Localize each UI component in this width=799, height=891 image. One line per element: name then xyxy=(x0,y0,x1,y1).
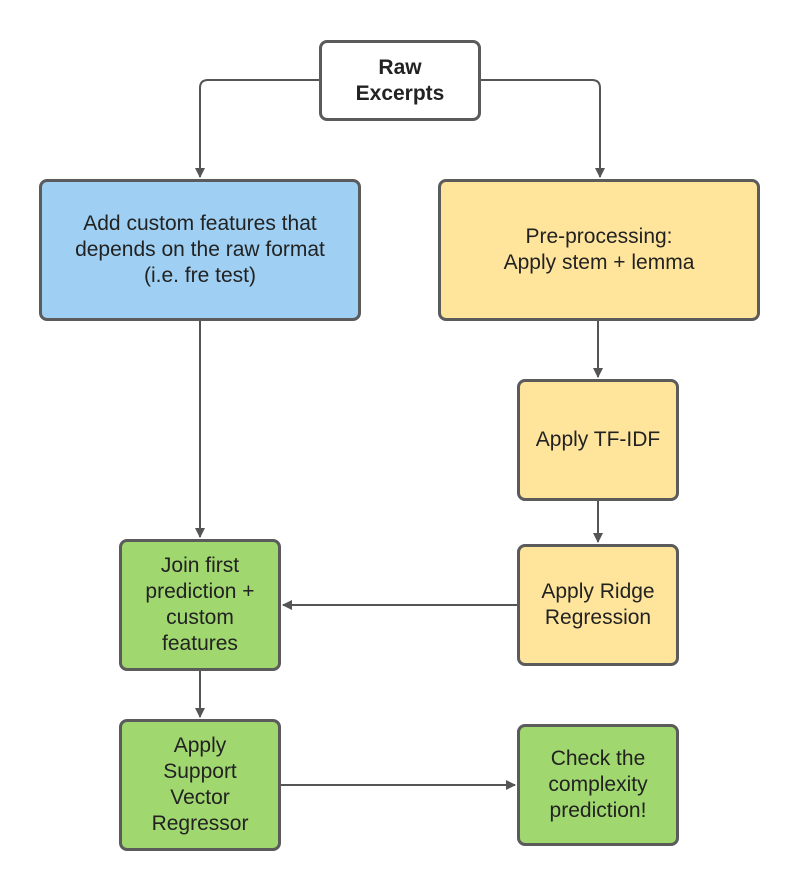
node-check-complexity-label: Check the complexity prediction! xyxy=(548,747,648,822)
edge-raw-to-custom xyxy=(195,79,319,178)
node-raw-excerpts: Raw Excerpts xyxy=(319,40,481,121)
node-apply-svr-label: Apply Support Vector Regressor xyxy=(151,734,249,835)
node-apply-svr: Apply Support Vector Regressor xyxy=(119,719,281,851)
edge-raw-to-pre xyxy=(481,79,605,178)
node-apply-tfidf-label: Apply TF-IDF xyxy=(535,428,661,451)
node-raw-excerpts-label: Raw Excerpts xyxy=(355,55,445,105)
node-join-prediction-features-label: Join first prediction + custom features xyxy=(145,554,255,655)
node-add-custom-features: Add custom features that depends on the … xyxy=(39,179,361,321)
node-apply-ridge-regression-label: Apply Ridge Regression xyxy=(541,580,655,629)
node-pre-processing: Pre-processing: Apply stem + lemma xyxy=(438,179,760,321)
node-apply-tfidf: Apply TF-IDF xyxy=(517,379,679,501)
node-check-complexity: Check the complexity prediction! xyxy=(517,724,679,846)
node-add-custom-features-label: Add custom features that depends on the … xyxy=(75,212,325,287)
node-apply-ridge-regression: Apply Ridge Regression xyxy=(517,544,679,666)
node-join-prediction-features: Join first prediction + custom features xyxy=(119,539,281,671)
node-pre-processing-label: Pre-processing: Apply stem + lemma xyxy=(503,225,695,274)
